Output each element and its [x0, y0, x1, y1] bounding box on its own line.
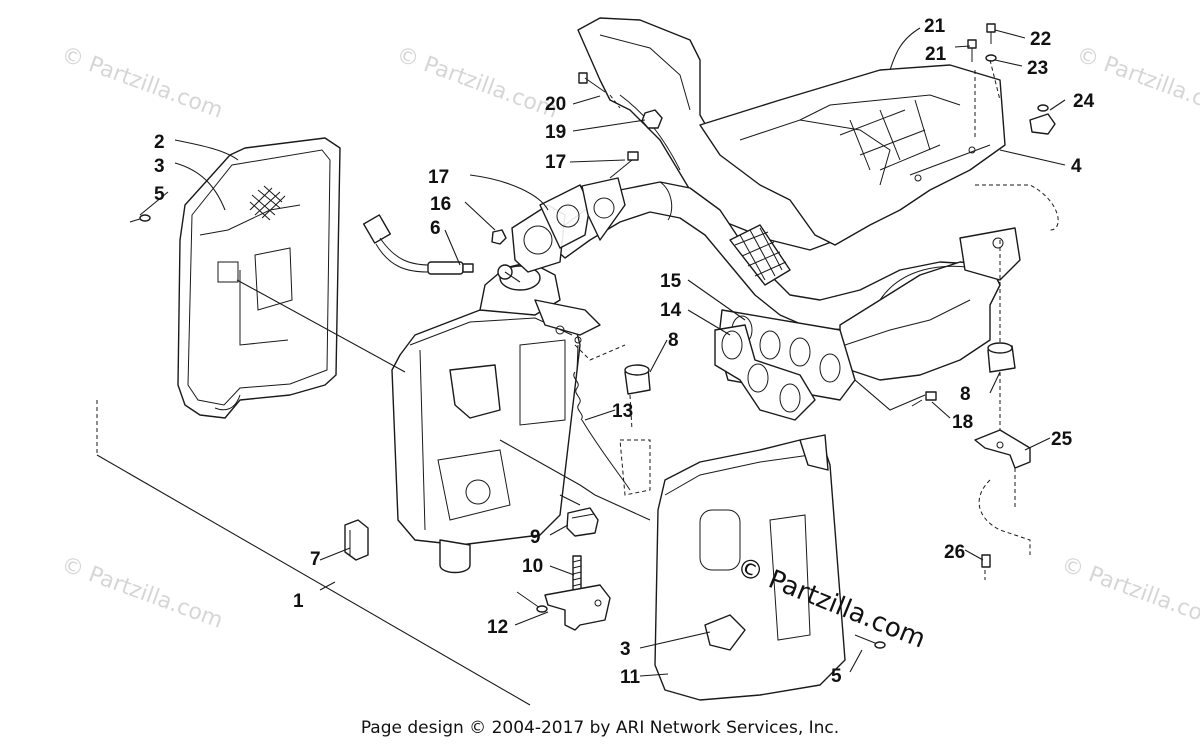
- callout-labels: 2 3 5 6 16 17 17 19 20 21 21 22 23 24 4 …: [154, 16, 1095, 688]
- callout-23: 24: [1073, 91, 1095, 112]
- exhaust-pipe: [544, 181, 1001, 331]
- callout-5: 5: [154, 184, 165, 205]
- callout-17: 18: [952, 412, 973, 433]
- part-26-mount-bracket: [974, 429, 1031, 469]
- callout-6: 6: [430, 218, 441, 239]
- callout-leaders: [139, 27, 1066, 677]
- callout-11: 12: [487, 617, 508, 638]
- callout-21: 21: [925, 44, 947, 65]
- callout-1: 1: [293, 591, 304, 612]
- callout-7: 7: [310, 549, 321, 570]
- watermark: © Partzilla.com: [393, 42, 561, 124]
- watermark: © Partzilla.com: [58, 552, 226, 634]
- callout-18: 19: [545, 122, 566, 143]
- part-5-bolt: [854, 634, 886, 649]
- callout-26: 25: [1051, 429, 1073, 450]
- part-13-manifold-gasket: [714, 324, 816, 421]
- callout-4: 11: [620, 667, 641, 688]
- callout-14: 15: [660, 271, 682, 292]
- part-4-heat-shield-right: [654, 434, 846, 701]
- part-19-bolt: [578, 72, 606, 93]
- callout-17: 17: [545, 152, 566, 173]
- callout-22: 23: [1027, 58, 1048, 79]
- callout-24: 4: [1071, 156, 1082, 177]
- part-17-bolt: [609, 151, 639, 179]
- construction-lines: [96, 271, 926, 706]
- part-9-isolator: [566, 507, 599, 537]
- alignment-lines: [96, 59, 1059, 580]
- callout-20: 21: [924, 16, 946, 37]
- callout-10: 10: [522, 556, 543, 577]
- part-8-grommet: [987, 342, 1016, 373]
- part-12-spring: [573, 344, 631, 491]
- callout-8: 8: [668, 330, 679, 351]
- part-24-upper-heat-shield: [699, 64, 1006, 246]
- part-22-washer: [985, 54, 997, 62]
- watermark: © Partzilla.com: [1058, 552, 1200, 634]
- part-7-bracket: [344, 519, 369, 561]
- watermark: © Partzilla.com: [58, 42, 226, 124]
- part-16-gasket: [511, 177, 626, 273]
- callout-13: 14: [660, 300, 682, 321]
- part-21-bolt: [986, 23, 996, 44]
- part-23-clip: [1029, 104, 1056, 135]
- part-25-screw: [981, 554, 991, 568]
- callout-9: 9: [530, 527, 541, 548]
- callout-8: 8: [960, 384, 971, 405]
- callout-19: 20: [545, 94, 566, 115]
- part-2-heat-shield-left: [177, 137, 341, 419]
- part-10-stud-bracket: [544, 555, 611, 631]
- callout-15: 16: [430, 194, 451, 215]
- page-footer: Page design © 2004-2017 by ARI Network S…: [360, 718, 840, 738]
- callout-12: 13: [612, 401, 633, 422]
- callout-5: 5: [831, 666, 842, 687]
- callout-16: 17: [428, 167, 449, 188]
- callout-25: 26: [944, 542, 965, 563]
- exhaust-manifold: [839, 227, 1021, 381]
- callout-21: 22: [1030, 29, 1051, 50]
- part-21-bolt: [967, 39, 977, 62]
- callout-3: 3: [620, 639, 631, 660]
- callout-3: 3: [154, 156, 165, 177]
- part-5-bolt: [129, 214, 151, 223]
- part-17-bolt: [911, 391, 937, 407]
- part-15-nut: [491, 229, 507, 245]
- part-8-grommet: [624, 364, 651, 395]
- part-11-pin: [516, 591, 548, 613]
- callout-2: 2: [154, 132, 165, 153]
